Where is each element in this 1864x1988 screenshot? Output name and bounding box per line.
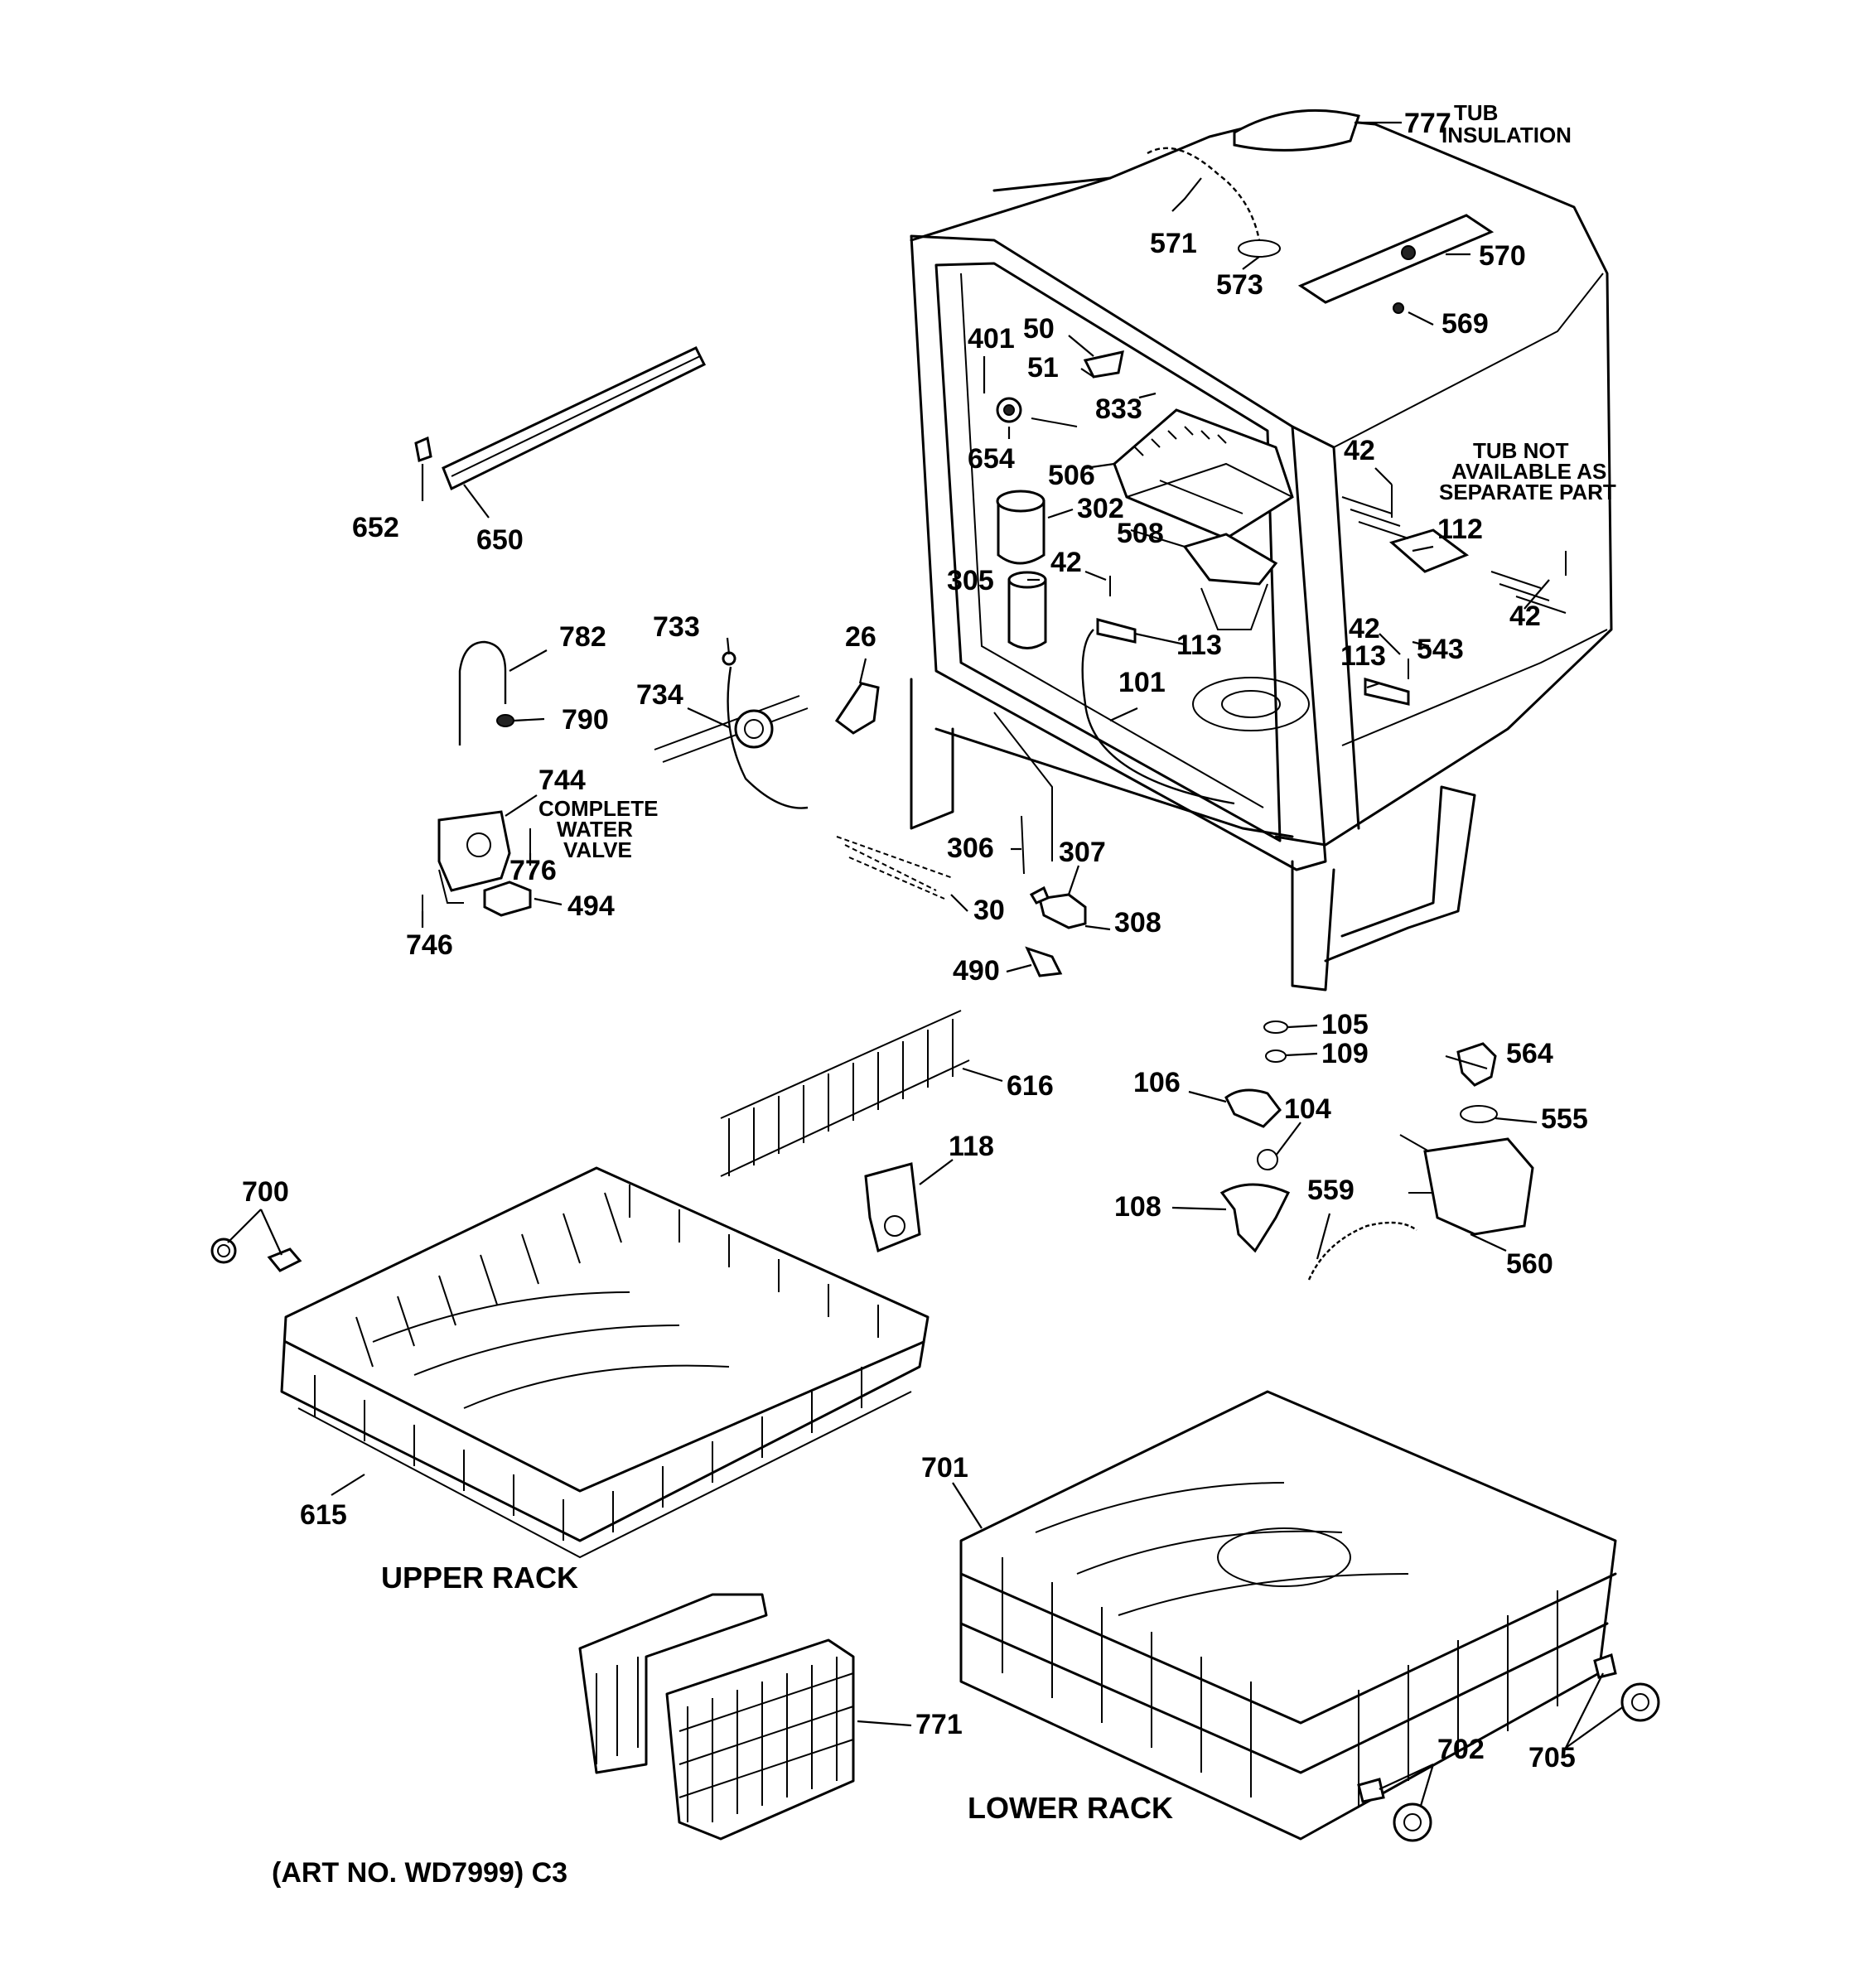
- label-833: 833: [1095, 393, 1142, 425]
- silverware-basket: [578, 1593, 855, 1841]
- label-complete-water-valve-line3: VALVE: [563, 837, 632, 862]
- label-109: 109: [1321, 1038, 1369, 1069]
- label-494: 494: [567, 890, 615, 922]
- label-771: 771: [915, 1709, 963, 1740]
- label-113-center: 113: [1176, 630, 1222, 661]
- label-lower-rack: LOWER RACK: [968, 1791, 1173, 1825]
- label-650: 650: [476, 524, 524, 556]
- label-108: 108: [1114, 1191, 1161, 1223]
- label-490: 490: [953, 955, 1000, 987]
- label-777: 777: [1404, 108, 1451, 139]
- label-560: 560: [1506, 1248, 1553, 1280]
- label-700: 700: [242, 1176, 289, 1208]
- label-42-center: 42: [1050, 547, 1082, 578]
- label-306: 306: [947, 832, 994, 864]
- label-308: 308: [1114, 907, 1161, 939]
- label-776: 776: [509, 855, 557, 886]
- label-tub-note-line1: TUB NOT: [1473, 438, 1569, 463]
- label-559: 559: [1307, 1175, 1355, 1206]
- label-51: 51: [1027, 352, 1059, 384]
- label-782: 782: [559, 621, 606, 653]
- label-652: 652: [352, 512, 399, 543]
- label-734: 734: [636, 679, 683, 711]
- label-555: 555: [1541, 1103, 1588, 1135]
- label-543: 543: [1417, 634, 1464, 665]
- label-106: 106: [1133, 1067, 1181, 1098]
- label-42-lower-right: 42: [1349, 613, 1380, 644]
- label-790: 790: [562, 704, 609, 736]
- label-112: 112: [1437, 514, 1483, 545]
- label-complete-water-valve-line2: WATER: [557, 817, 633, 842]
- label-571: 571: [1150, 228, 1197, 259]
- label-654: 654: [968, 443, 1015, 475]
- label-733: 733: [653, 611, 700, 643]
- label-26: 26: [845, 621, 876, 653]
- label-complete-water-valve-line1: COMPLETE: [538, 796, 658, 821]
- label-701: 701: [921, 1452, 968, 1484]
- rack-accessories: [720, 1010, 970, 1253]
- label-113-right: 113: [1340, 640, 1386, 672]
- label-615: 615: [300, 1499, 347, 1531]
- upper-rack: [210, 1166, 930, 1559]
- label-tub-note-line3: SEPARATE PART: [1439, 480, 1616, 504]
- label-746: 746: [406, 929, 453, 961]
- label-105: 105: [1321, 1009, 1369, 1040]
- label-570: 570: [1479, 240, 1526, 272]
- label-302: 302: [1077, 493, 1124, 524]
- label-401: 401: [968, 323, 1015, 355]
- label-upper-rack: UPPER RACK: [381, 1561, 578, 1595]
- label-tub-insulation-line1: TUB: [1454, 100, 1498, 125]
- label-tub-note-line2: AVAILABLE AS: [1451, 459, 1606, 484]
- label-569: 569: [1441, 308, 1489, 340]
- pump-parts: [1219, 1021, 1534, 1281]
- lower-rack: [959, 1390, 1660, 1842]
- label-104: 104: [1284, 1093, 1331, 1125]
- label-42-upper-right: 42: [1344, 435, 1375, 466]
- label-307: 307: [1059, 837, 1106, 868]
- left-parts: [414, 346, 954, 917]
- label-50: 50: [1023, 313, 1055, 345]
- label-118: 118: [949, 1131, 994, 1162]
- label-564: 564: [1506, 1038, 1553, 1069]
- label-tub-insulation-line2: INSULATION: [1441, 123, 1572, 147]
- label-305: 305: [947, 565, 994, 596]
- label-744: 744: [538, 765, 586, 796]
- label-30: 30: [973, 895, 1005, 926]
- label-705: 705: [1528, 1742, 1576, 1773]
- art-number: (ART NO. WD7999) C3: [272, 1857, 567, 1889]
- leader-lines: [227, 121, 1625, 1807]
- label-616: 616: [1007, 1070, 1054, 1102]
- label-508: 508: [1117, 518, 1164, 549]
- tub-assembly: [910, 109, 1613, 992]
- callout-labels: 777 TUB INSULATION 571 573 570 569 401 5…: [242, 100, 1616, 1889]
- label-573: 573: [1216, 269, 1263, 301]
- label-702: 702: [1437, 1734, 1485, 1765]
- label-506: 506: [1048, 460, 1095, 491]
- label-42-right: 42: [1509, 601, 1541, 632]
- label-101: 101: [1118, 667, 1166, 698]
